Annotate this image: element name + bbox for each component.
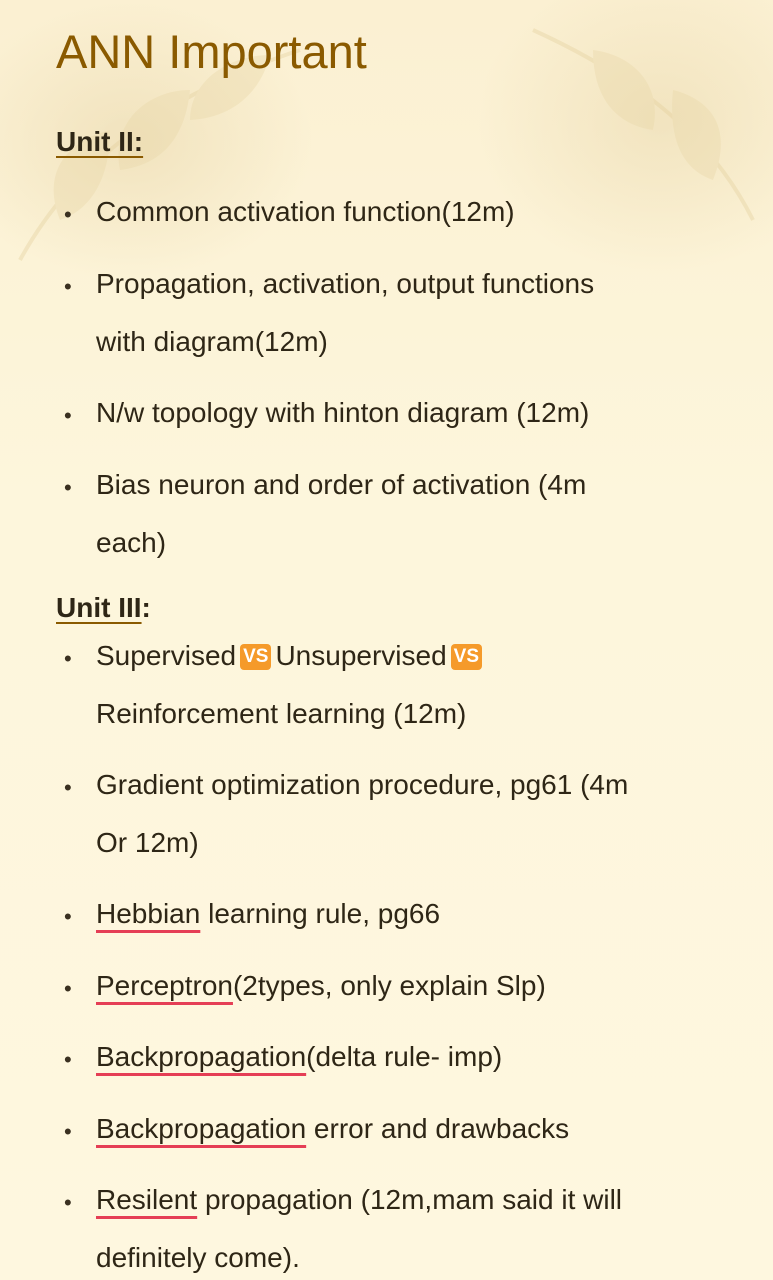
list-item-text-continued: with diagram(12m) [96, 326, 328, 357]
list-item-text-continued: each) [96, 527, 167, 558]
unit-3-heading: Unit III: [56, 592, 151, 624]
bullet-icon: • [64, 475, 72, 500]
list-item-text-continued: definitely come). [96, 1242, 300, 1273]
list-item-text: Backpropagation error and drawbacks [96, 1113, 569, 1145]
bullet-icon: • [64, 202, 72, 227]
spellcheck-flagged-word[interactable]: Hebbian [96, 898, 201, 929]
unit-2-heading: Unit II: [56, 126, 143, 158]
list-item-rest: (delta rule- imp) [306, 1041, 503, 1072]
bullet-icon: • [64, 403, 72, 428]
bullet-icon: • [64, 904, 72, 929]
vs-icon: VS [450, 644, 483, 670]
spellcheck-flagged-word[interactable]: Resilent [96, 1184, 198, 1215]
bullet-icon: • [64, 646, 72, 671]
list-item-text: Bias neuron and order of activation (4m [96, 469, 587, 500]
supervised-text: Supervised [96, 640, 237, 671]
list-item-text: Resilent propagation (12m,mam said it wi… [96, 1184, 622, 1216]
list-item-text: Common activation function(12m) [96, 196, 515, 227]
spellcheck-flagged-word[interactable]: Backpropagation [96, 1113, 307, 1144]
leaf-watermark-left [18, 48, 301, 261]
bullet-icon: • [64, 274, 72, 299]
list-item-text: Backpropagation(delta rule- imp) [96, 1041, 502, 1073]
list-item-text: Propagation, activation, output function… [96, 268, 595, 299]
list-item-text: N/w topology with hinton diagram (12m) [96, 397, 590, 428]
unit-2-label: Unit II: [56, 126, 144, 157]
bullet-icon: • [64, 1119, 72, 1144]
list-item-rest: error and drawbacks [306, 1113, 570, 1144]
list-item-text: Gradient optimization procedure, pg61 (4… [96, 769, 629, 800]
bullet-icon: • [64, 976, 72, 1001]
spellcheck-flagged-word[interactable]: Backpropagation [96, 1041, 307, 1072]
leaf-watermark-right [532, 28, 755, 221]
unit-3-colon: : [141, 592, 151, 623]
list-item-text: Perceptron(2types, only explain Slp) [96, 970, 546, 1002]
list-item-rest: (2types, only explain Slp) [232, 970, 546, 1001]
note-title: ANN Important [56, 25, 367, 78]
list-item-rest: propagation (12m,mam said it will [197, 1184, 623, 1215]
unsupervised-text: Unsupervised [275, 640, 447, 671]
vs-icon: VS [240, 644, 272, 670]
list-item-text-continued: Reinforcement learning (12m) [96, 698, 467, 729]
bullet-icon: • [64, 775, 72, 800]
bullet-icon: • [64, 1047, 72, 1072]
list-item-rest: learning rule, pg66 [200, 898, 441, 929]
list-item-text-continued: Or 12m) [96, 827, 199, 858]
bullet-icon: • [64, 1190, 72, 1215]
spellcheck-flagged-word[interactable]: Perceptron [96, 970, 233, 1001]
list-item-text: Hebbian learning rule, pg66 [96, 898, 440, 930]
unit-3-label: Unit III [56, 592, 142, 623]
